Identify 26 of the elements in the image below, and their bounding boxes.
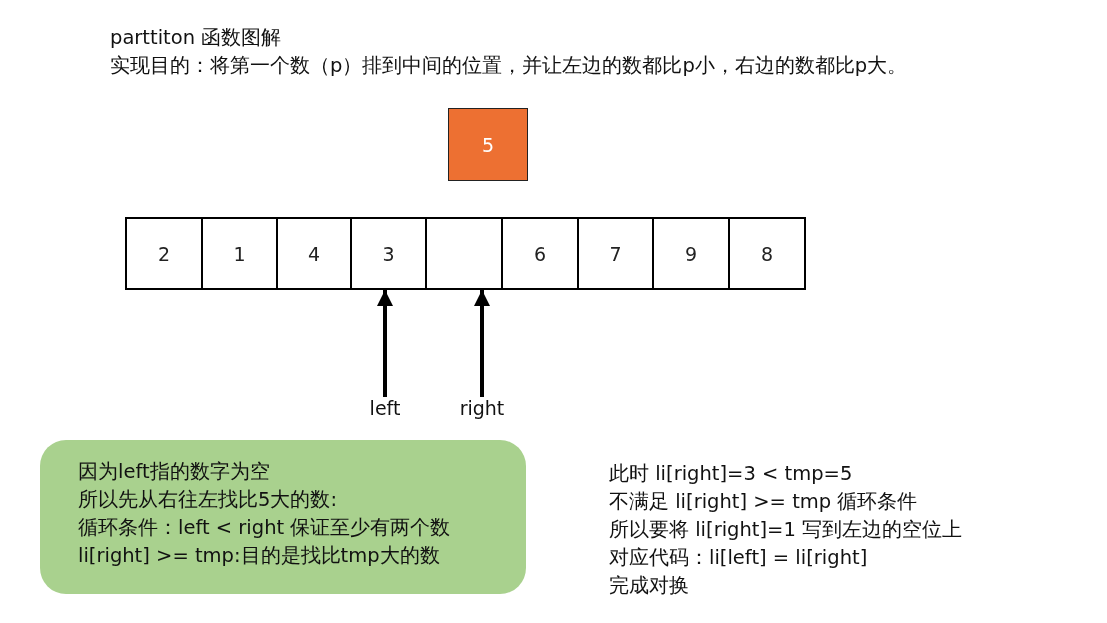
array-cell: 1 [201, 217, 278, 290]
pivot-box: 5 [448, 108, 528, 181]
note-text: 所以要将 li[right]=1 写到左边的空位上 [609, 517, 962, 543]
arrow [474, 290, 490, 397]
arrow [377, 290, 393, 397]
note-text: 因为left指的数字为空 [78, 459, 271, 485]
note-text: 所以先从右往左找比5大的数: [78, 487, 338, 513]
array-cell: 9 [652, 217, 730, 290]
array-cell: 4 [276, 217, 352, 290]
note-text: 对应代码：li[left] = li[right] [609, 545, 868, 571]
note-text: 完成对换 [609, 573, 689, 599]
array-cell: 7 [577, 217, 654, 290]
note-text: li[right] >= tmp:目的是找比tmp大的数 [78, 543, 441, 569]
pointer-label: right [450, 397, 514, 423]
array-cell [425, 217, 503, 290]
array-cell: 8 [728, 217, 806, 290]
note-text: 此时 li[right]=3 < tmp=5 [609, 461, 853, 487]
note-text: 循环条件：left < right 保证至少有两个数 [78, 515, 452, 541]
title: parttiton 函数图解 [110, 25, 282, 51]
subtitle: 实现目的：将第一个数（p）排到中间的位置，并让左边的数都比p小，右边的数都比p大。 [110, 53, 908, 79]
note-box [40, 440, 526, 594]
pointer-label: left [355, 397, 415, 423]
note-text: 不满足 li[right] >= tmp 循环条件 [609, 489, 918, 515]
array-cell: 6 [501, 217, 579, 290]
array-cell: 3 [350, 217, 427, 290]
array-cell: 2 [125, 217, 203, 290]
